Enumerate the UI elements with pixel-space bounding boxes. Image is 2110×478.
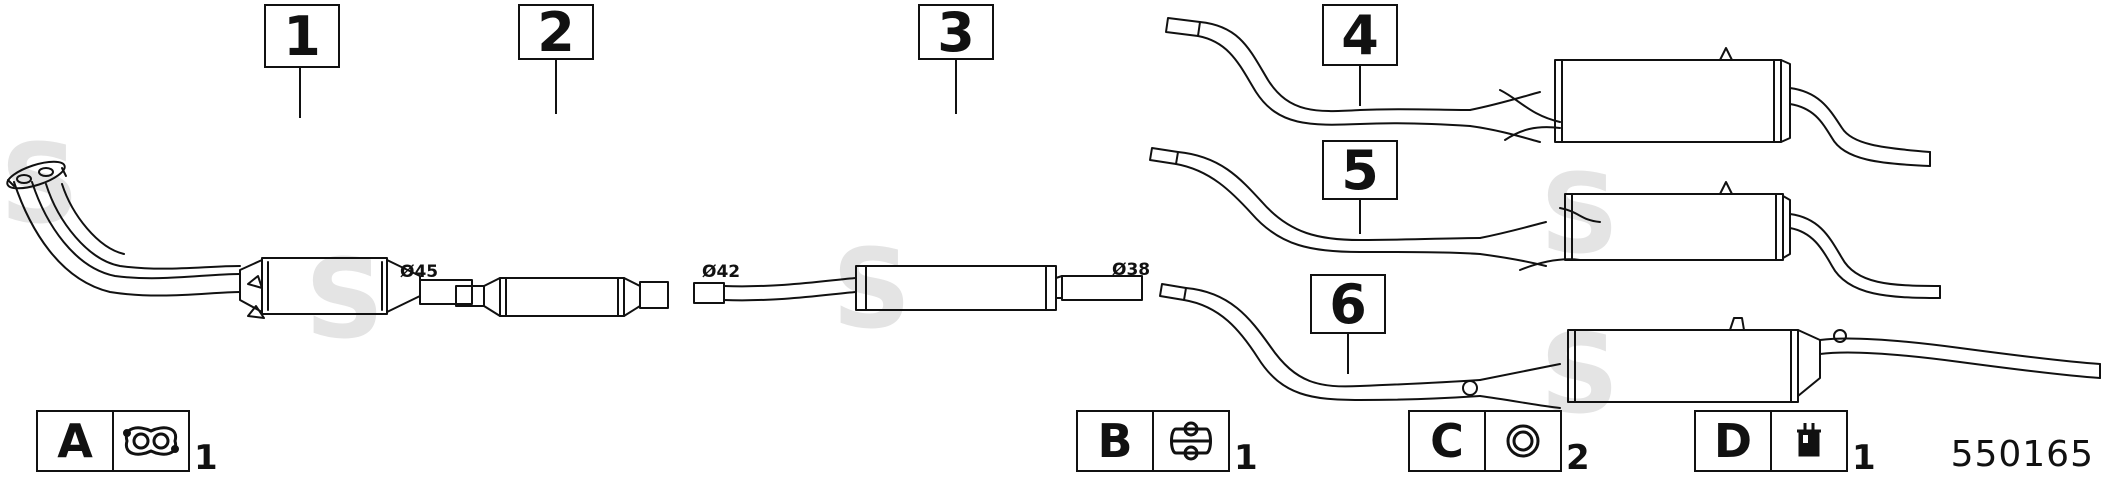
legend-item-b: B 1 bbox=[1076, 410, 1258, 478]
diagram-number: 550165 bbox=[1950, 434, 2094, 475]
legend-frame: A bbox=[36, 410, 190, 472]
legend-frame: C bbox=[1408, 410, 1562, 472]
legend-quantity: 1 bbox=[194, 438, 218, 478]
diameter-label-42: Ø42 bbox=[702, 262, 741, 282]
part-label-5: 5 bbox=[1322, 139, 1398, 202]
diameter-label-45: Ø45 bbox=[400, 262, 439, 282]
rear-silencer-4 bbox=[1165, 17, 1931, 167]
leader-line-3 bbox=[955, 52, 957, 114]
centre-silencer bbox=[693, 265, 1143, 311]
diameter-label-38: Ø38 bbox=[1112, 260, 1151, 280]
flange-gasket-icon bbox=[114, 412, 188, 470]
leader-line-4 bbox=[1359, 60, 1361, 106]
rear-silencer-5 bbox=[1149, 147, 1941, 299]
legend-item-d: D 1 bbox=[1694, 410, 1876, 478]
legend-frame: B bbox=[1076, 410, 1230, 472]
legend-frame: D bbox=[1694, 410, 1848, 472]
leader-line-2 bbox=[555, 52, 557, 114]
rear-silencer-6 bbox=[1159, 283, 2101, 409]
part-label-3: 3 bbox=[918, 1, 994, 64]
leader-line-6 bbox=[1347, 326, 1349, 374]
legend-letter: A bbox=[38, 412, 114, 470]
sealing-ring-icon bbox=[1486, 412, 1560, 470]
watermark-s: S bbox=[1540, 150, 1620, 278]
watermark-s: S bbox=[305, 235, 385, 363]
legend-quantity: 2 bbox=[1566, 438, 1590, 478]
legend-letter: D bbox=[1696, 412, 1772, 470]
part-label-2: 2 bbox=[518, 1, 594, 64]
part-label-1: 1 bbox=[264, 4, 340, 68]
mounting-bush-icon bbox=[1772, 412, 1846, 470]
front-pipe-with-catalyst bbox=[6, 160, 473, 319]
legend-item-c: C 2 bbox=[1408, 410, 1590, 478]
leader-line-1 bbox=[299, 52, 301, 118]
legend-letter: C bbox=[1410, 412, 1486, 470]
rubber-hanger-icon bbox=[1154, 412, 1228, 470]
part-label-6: 6 bbox=[1310, 273, 1386, 336]
watermark-s: S bbox=[832, 225, 912, 353]
legend-letter: B bbox=[1078, 412, 1154, 470]
legend-item-a: A 1 bbox=[36, 410, 218, 478]
front-silencer bbox=[455, 277, 669, 317]
part-label-4: 4 bbox=[1322, 4, 1398, 67]
leader-line-5 bbox=[1359, 194, 1361, 234]
legend-quantity: 1 bbox=[1852, 438, 1876, 478]
legend-quantity: 1 bbox=[1234, 438, 1258, 478]
